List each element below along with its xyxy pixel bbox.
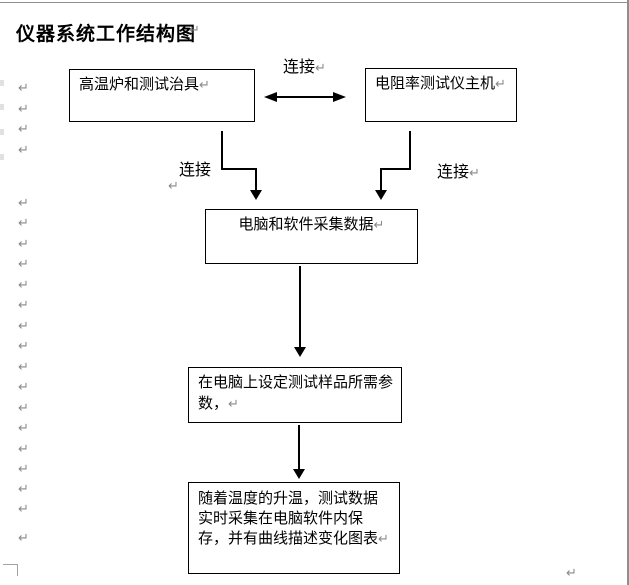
text-boundary-corner-h [3, 564, 18, 565]
paragraph-mark: ↵ [18, 380, 29, 395]
paragraph-mark: ↵ [566, 566, 577, 581]
double-arrow-right-head-icon [333, 92, 346, 102]
connect-label-right: 连接↵ [437, 158, 480, 182]
paragraph-mark: ↵ [18, 319, 29, 334]
connector-left-elbow-h [221, 168, 257, 170]
flow-box-params-text: 在电脑上设定测试样品所需参数， [198, 375, 394, 412]
connector-left-elbow-v2 [255, 168, 257, 192]
connector-double-arrow-line [276, 96, 334, 98]
page-title: 仪器系统工作结构图 [16, 19, 196, 46]
paragraph-mark: ↵ [18, 462, 29, 477]
flow-box-computer-text: 电脑和软件采集数据 [238, 217, 374, 233]
paragraph-mark: ↵ [199, 78, 210, 93]
paragraph-mark: ↵ [18, 401, 29, 416]
connector-right-elbow-v2 [380, 168, 382, 192]
connect-label-right-text: 连接 [437, 164, 470, 181]
flow-box-resistivity-text: 电阻率测试仪主机 [375, 76, 496, 92]
flow-box-resistivity-tester[interactable]: 电阻率测试仪主机↵ [365, 68, 517, 122]
edge-mark [0, 104, 4, 110]
paragraph-mark: ↵ [18, 122, 29, 137]
paragraph-mark: ↵ [18, 257, 29, 272]
connect-label-top-text: 连接 [283, 59, 316, 76]
paragraph-mark: ↵ [168, 179, 179, 194]
page-right-border [627, 0, 629, 585]
paragraph-mark: ↵ [18, 102, 29, 117]
page-top-border [0, 2, 629, 3]
left-elbow-arrowhead-icon [250, 190, 262, 200]
flow-box-computer-software[interactable]: 电脑和软件采集数据↵ [205, 209, 418, 264]
params-to-result-arrowhead-icon [293, 469, 305, 479]
flow-box-furnace-text: 高温炉和测试治具 [79, 77, 200, 93]
right-elbow-arrowhead-icon [375, 190, 387, 200]
connector-left-elbow-v1 [221, 131, 223, 170]
paragraph-mark: ↵ [18, 237, 29, 252]
paragraph-mark: ↵ [18, 339, 29, 354]
paragraph-mark: ↵ [315, 61, 326, 76]
paragraph-mark: ↵ [18, 278, 29, 293]
paragraph-mark: ↵ [228, 397, 239, 412]
paragraph-mark: ↵ [18, 502, 29, 517]
text-boundary-corner-v [17, 564, 18, 576]
paragraph-mark: ↵ [378, 532, 389, 547]
paragraph-mark: ↵ [18, 216, 29, 231]
flow-box-furnace[interactable]: 高温炉和测试治具↵ [69, 69, 255, 122]
connector-computer-to-params [299, 266, 301, 348]
paragraph-mark: ↵ [18, 196, 29, 211]
connect-label-top: 连接↵ [283, 53, 326, 77]
paragraph-mark: ↵ [495, 77, 506, 92]
paragraph-mark: ↵ [18, 482, 29, 497]
paragraph-mark: ↵ [18, 298, 29, 313]
connector-params-to-result [298, 425, 300, 470]
paragraph-mark: ↵ [18, 531, 29, 546]
flow-box-result-text: 随着温度的升温，测试数据实时采集在电脑软件内保存，并有曲线描述变化图表 [198, 491, 379, 547]
computer-to-params-arrowhead-icon [294, 347, 306, 357]
paragraph-mark: ↵ [18, 442, 29, 457]
paragraph-mark: ↵ [373, 218, 385, 233]
paragraph-mark: ↵ [469, 166, 480, 181]
double-arrow-left-head-icon [264, 92, 277, 102]
page-title-text: 仪器系统工作结构图 [16, 24, 197, 45]
connector-right-elbow-h [380, 168, 411, 170]
edge-mark [0, 154, 4, 160]
connector-right-elbow-v1 [409, 131, 411, 170]
connect-label-left-text: 连接 [179, 162, 212, 179]
paragraph-mark: ↵ [18, 143, 29, 158]
paragraph-mark: ↵ [18, 421, 29, 436]
edge-mark [0, 80, 4, 86]
paragraph-mark: ↵ [189, 23, 200, 38]
paragraph-mark: ↵ [18, 81, 29, 96]
paragraph-mark: ↵ [18, 360, 29, 375]
flow-box-realtime-collection[interactable]: 随着温度的升温，测试数据实时采集在电脑软件内保存，并有曲线描述变化图表↵ [188, 482, 400, 574]
connect-label-left: 连接 [179, 156, 211, 180]
edge-mark [0, 129, 4, 135]
flow-box-set-parameters[interactable]: 在电脑上设定测试样品所需参数，↵ [188, 367, 402, 423]
